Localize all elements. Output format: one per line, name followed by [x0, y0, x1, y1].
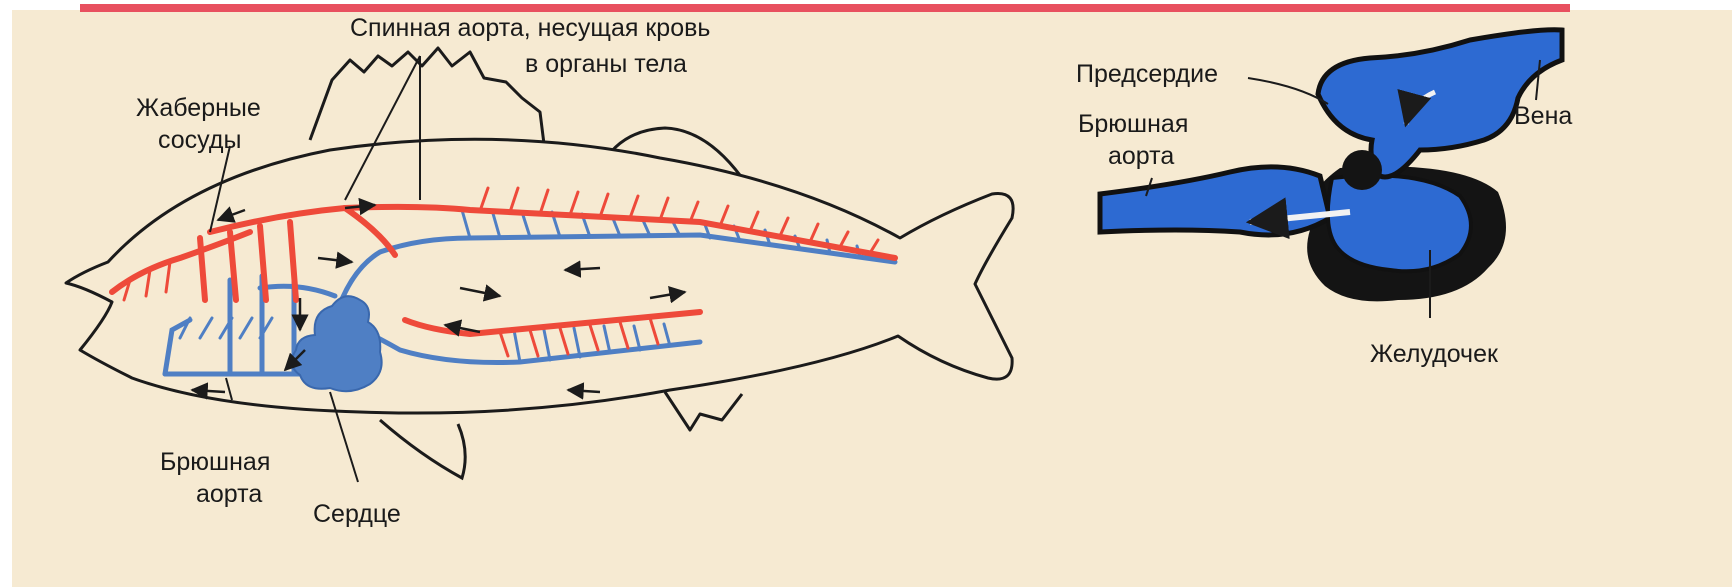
- label-dorsal-aorta-line2: в органы тела: [525, 50, 687, 78]
- label-ventral-aorta-line1: Брюшная: [160, 448, 270, 476]
- label-heart: Сердце: [313, 500, 401, 528]
- label-gill-vessels-line2: сосуды: [158, 126, 241, 154]
- label-ventricle: Желудочек: [1370, 340, 1499, 368]
- label-vein: Вена: [1514, 102, 1572, 130]
- label-atrium: Предсердие: [1076, 60, 1218, 88]
- label-ventral-aorta-line2: аорта: [196, 480, 262, 508]
- label-dorsal-aorta-line1: Спинная аорта, несущая кровь: [350, 14, 710, 42]
- label-ventral-aorta-detail-line1: Брюшная: [1078, 110, 1188, 138]
- top-color-band: [80, 4, 1570, 12]
- ventricle: [1328, 175, 1471, 271]
- label-ventral-aorta-detail-line2: аорта: [1108, 142, 1174, 170]
- label-gill-vessels-line1: Жаберные: [136, 94, 261, 122]
- sinus-node: [1342, 150, 1382, 190]
